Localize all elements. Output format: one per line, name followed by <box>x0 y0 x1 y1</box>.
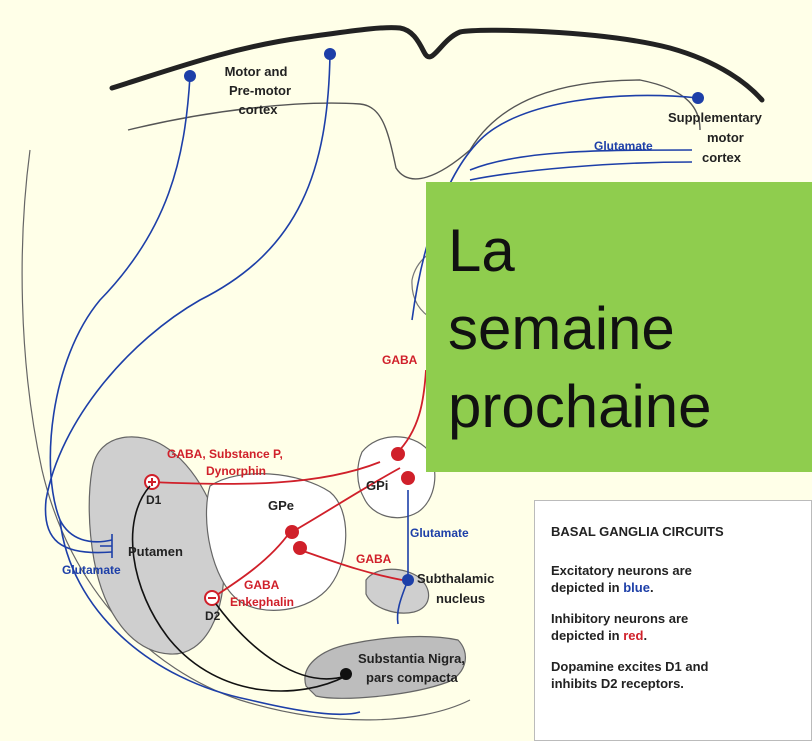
legend-dopamine: Dopamine excites D1 and inhibits D2 recep… <box>551 658 801 692</box>
legend-excitatory-mid: depicted in <box>551 580 624 595</box>
supplementary-axon-2 <box>469 149 693 171</box>
legend-blue-word: blue <box>623 580 650 595</box>
putamen-shape <box>88 436 225 655</box>
legend-excitatory-line1: Excitatory neurons are <box>551 563 692 578</box>
gpi-efferent <box>395 369 427 455</box>
supplementary-axon-3 <box>469 161 693 181</box>
cortex-outline <box>109 25 765 103</box>
motor-cortex-neuron-2 <box>324 48 336 60</box>
cortex-to-putamen-axon-1 <box>49 75 191 543</box>
legend-inhibitory-end: . <box>643 628 648 643</box>
supplementary-label-line1: Supplementary <box>668 110 763 125</box>
legend-dopamine-line1: Dopamine excites D1 and <box>551 659 709 674</box>
glutamate-top-label: Glutamate <box>594 139 653 153</box>
d2-label: D2 <box>205 609 221 623</box>
legend-inhibitory-mid: depicted in <box>551 628 624 643</box>
supplementary-neuron <box>692 92 704 104</box>
nigra-to-d1 <box>131 485 347 692</box>
gaba-enk-label-line1: GABA <box>244 578 280 592</box>
legend-excitatory-end: . <box>649 580 654 595</box>
announcement-text: La semaine prochaine <box>448 217 712 440</box>
d1-to-gpi <box>151 461 381 485</box>
gpi-shape <box>357 436 436 519</box>
announcement-overlay: La semaine prochaine <box>426 182 812 472</box>
gpi-neuron-2 <box>401 471 415 485</box>
legend-box: BASAL GANGLIA CIRCUITS Excitatory neuron… <box>534 500 812 741</box>
excitatory-pathways <box>44 53 699 716</box>
legend-inhibitory: Inhibitory neurons are depicted in red. <box>551 610 801 644</box>
subthalamic-label-line2: nucleus <box>436 591 485 606</box>
d2-to-gpe <box>211 531 291 599</box>
brain-outline <box>21 149 471 721</box>
legend-excitatory: Excitatory neurons are depicted in blue. <box>551 562 801 596</box>
motor-cortex-label-line1: Motor and <box>225 64 288 79</box>
substantia-nigra-shape <box>304 635 466 699</box>
motor-cortex-label-line3: cortex <box>238 102 278 117</box>
gpe-neuron-1 <box>285 525 299 539</box>
substantia-label-line1: Substantia Nigra, <box>358 651 465 666</box>
d1-plus-icon <box>148 478 156 486</box>
gaba-sp-label-line2: Dynorphin <box>206 464 266 478</box>
lower-cortical-arc <box>59 519 361 716</box>
gpe-shape <box>205 473 347 611</box>
gaba-enk-label-line2: Enkephalin <box>230 595 294 609</box>
synapse-terminal-putamen <box>100 534 113 558</box>
gpe-to-subthalamic <box>299 549 403 581</box>
supplementary-label-line2: motor <box>707 130 744 145</box>
gpe-to-gpi <box>291 467 401 533</box>
legend-red-word: red <box>623 628 644 643</box>
dopamine-pathways <box>131 485 347 692</box>
glutamate-left-label: Glutamate <box>62 563 121 577</box>
supplementary-axon-1 <box>411 94 699 321</box>
d1-label: D1 <box>146 493 162 507</box>
gpe-neuron-2 <box>293 541 307 555</box>
gpi-neuron-1 <box>391 447 405 461</box>
gpi-label: GPi <box>366 478 388 493</box>
motor-cortex-neuron-1 <box>184 70 196 82</box>
supplementary-label-line3: cortex <box>702 150 742 165</box>
gaba-mid-label: GABA <box>356 552 392 566</box>
legend-inhibitory-line1: Inhibitory neurons are <box>551 611 689 626</box>
subthalamic-label-line1: Subthalamic <box>417 571 494 586</box>
subthalamic-neuron <box>402 574 414 586</box>
gaba-upper-label: GABA <box>382 353 418 367</box>
inhibitory-pathways <box>151 369 427 599</box>
gpe-label: GPe <box>268 498 294 513</box>
legend-title: BASAL GANGLIA CIRCUITS <box>551 524 724 539</box>
motor-cortex-label-line2: Pre-motor <box>229 83 291 98</box>
legend-dopamine-line2: inhibits D2 receptors. <box>551 676 684 691</box>
cortex-to-putamen-axon-2 <box>44 53 331 554</box>
nigra-to-d2 <box>215 603 347 680</box>
nigra-neuron <box>340 668 352 680</box>
substantia-label-line2: pars compacta <box>366 670 459 685</box>
cortex-inner-boundary <box>127 79 701 180</box>
gaba-sp-label-line1: GABA, Substance P, <box>167 447 283 461</box>
glutamate-right-label: Glutamate <box>410 526 469 540</box>
putamen-label: Putamen <box>128 544 183 559</box>
